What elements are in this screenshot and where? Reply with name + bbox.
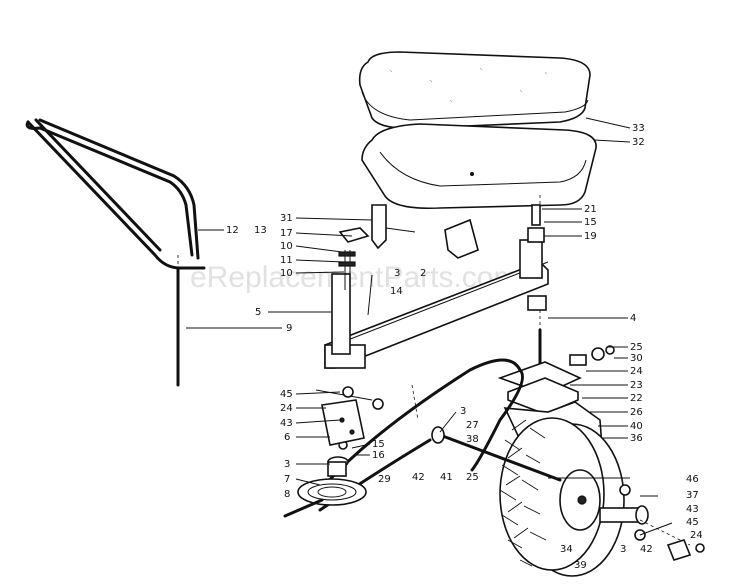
callout-2: 2	[420, 268, 426, 279]
callout-15: 15	[584, 217, 597, 228]
callout-12: 12	[226, 225, 239, 236]
callout-42: 42	[412, 472, 425, 483]
handle-bar	[25, 118, 206, 387]
callout-3: 3	[284, 459, 290, 470]
callout-24: 24	[280, 403, 293, 414]
callout-6: 6	[284, 432, 290, 443]
callout-7: 7	[284, 474, 290, 485]
callout-3: 3	[460, 406, 466, 417]
callout-10: 10	[280, 268, 293, 279]
pulley-assembly	[283, 440, 367, 518]
callout-40: 40	[630, 421, 643, 432]
callout-43: 43	[686, 504, 699, 515]
callout-4: 4	[630, 313, 636, 324]
callout-17: 17	[280, 228, 293, 239]
callout-3: 3	[394, 268, 400, 279]
callout-34: 34	[560, 544, 573, 555]
callout-32: 32	[632, 137, 645, 148]
callout-22: 22	[630, 393, 643, 404]
callout-39: 39	[574, 560, 587, 571]
callout-24: 24	[630, 366, 643, 377]
callout-37: 37	[686, 490, 699, 501]
callout-3: 3	[620, 544, 626, 555]
callout-5: 5	[255, 307, 261, 318]
callout-26: 26	[630, 407, 643, 418]
callout-43: 43	[280, 418, 293, 429]
frame-bar	[324, 239, 549, 369]
callout-24: 24	[690, 530, 703, 541]
axle-hardware	[634, 529, 705, 561]
callout-31: 31	[280, 213, 293, 224]
callout-46: 46	[686, 474, 699, 485]
callout-25: 25	[630, 342, 643, 353]
callout-41: 41	[440, 472, 453, 483]
bracket-plate	[315, 386, 384, 446]
callout-38: 38	[466, 434, 479, 445]
callout-21: 21	[584, 204, 597, 215]
callout-13: 13	[254, 225, 267, 236]
callout-36: 36	[630, 433, 643, 444]
axle-bolt	[431, 426, 649, 525]
callout-8: 8	[284, 489, 290, 500]
callout-9: 9	[286, 323, 292, 334]
callout-25: 25	[466, 472, 479, 483]
callout-30: 30	[630, 353, 643, 364]
callout-labels: 33 32 21 15 19 31 17 10 11 10 12 13 3 2 …	[226, 123, 703, 571]
seat-bracket	[338, 204, 547, 316]
callout-14: 14	[390, 286, 403, 297]
callout-33: 33	[632, 123, 645, 134]
callout-19: 19	[584, 231, 597, 242]
callout-29: 29	[378, 474, 391, 485]
callout-45: 45	[686, 517, 699, 528]
seat-cushion	[358, 51, 591, 130]
callout-27: 27	[466, 420, 479, 431]
callout-45: 45	[280, 389, 293, 400]
seat-pan	[361, 123, 597, 210]
callout-23: 23	[630, 380, 643, 391]
callout-11: 11	[280, 255, 293, 266]
callout-16: 16	[372, 450, 385, 461]
callout-15: 15	[372, 439, 385, 450]
leader-lines	[186, 117, 673, 536]
callout-10: 10	[280, 241, 293, 252]
center-lines	[177, 195, 691, 546]
callout-42: 42	[640, 544, 653, 555]
wheel	[499, 417, 625, 577]
